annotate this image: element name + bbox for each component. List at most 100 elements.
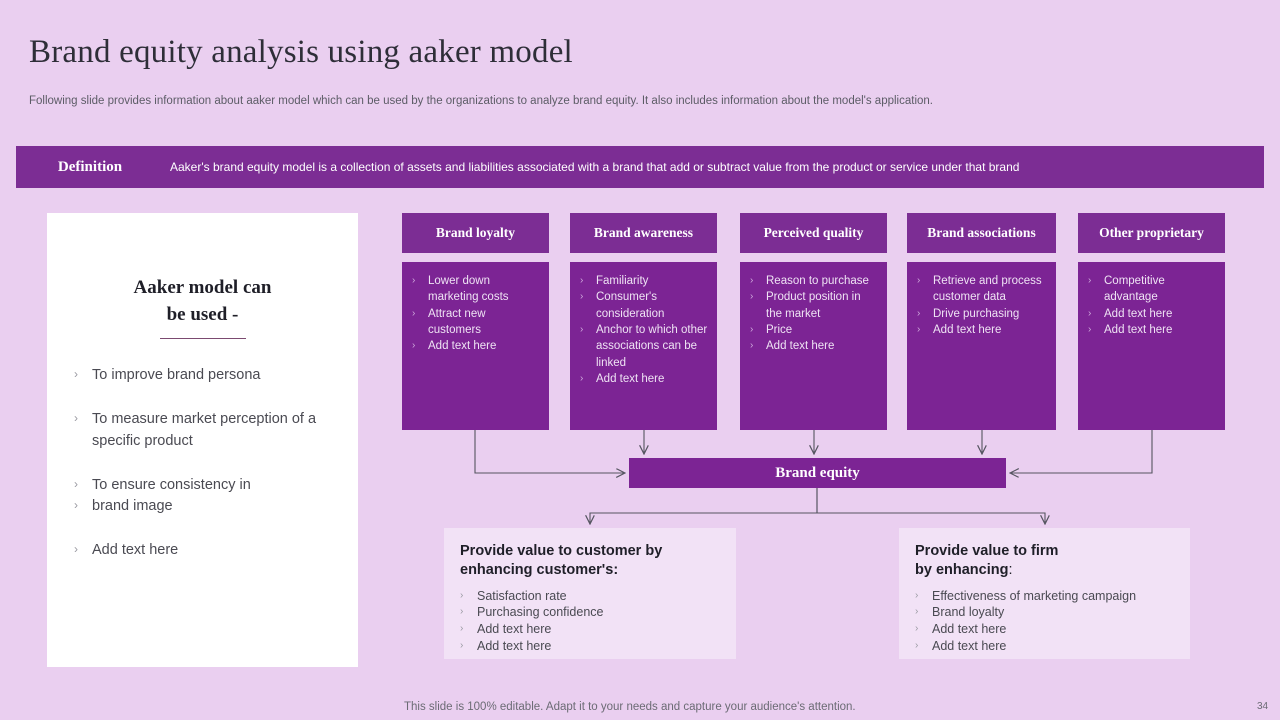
definition-text: Aaker's brand equity model is a collecti… — [170, 160, 1020, 174]
list-item-label: Add text here — [428, 340, 497, 353]
list-item-label: Add text here — [932, 639, 1007, 654]
chevron-right-icon: › — [580, 291, 584, 303]
list-item: › Add text here — [74, 540, 358, 562]
list-item-label: Add text here — [92, 542, 179, 559]
list-item: › Satisfaction rate — [460, 588, 720, 605]
list-item: › Purchasing confidence — [460, 604, 720, 621]
category-card-perceived-quality[interactable]: Perceived quality › Reason to purchase ›… — [740, 213, 887, 430]
list-item-label: To improve brand persona — [92, 367, 261, 384]
chevron-right-icon: › — [580, 275, 584, 286]
chevron-right-icon: › — [74, 411, 78, 426]
chevron-right-icon: › — [460, 589, 464, 601]
list-item: › Product position in the market — [750, 289, 879, 322]
list-item-label: brand image — [92, 498, 173, 515]
chevron-right-icon: › — [915, 589, 919, 601]
list-item: › Reason to purchase — [750, 273, 879, 289]
list-item-label: Effectiveness of marketing campaign — [932, 588, 1137, 603]
list-item: › Anchor to which other associations can… — [580, 322, 709, 371]
list-item: › To improve brand persona — [74, 365, 358, 387]
aaker-usage-title-line2: be used - — [166, 303, 239, 325]
list-item: › Add text here — [460, 638, 720, 655]
value-box-title: Provide value to customer by enhancing c… — [460, 542, 720, 581]
list-item-label: Competitive advantage — [1104, 275, 1165, 304]
value-box-title-line1: Provide value to customer by — [460, 543, 663, 559]
chevron-right-icon: › — [915, 606, 919, 618]
list-item-label: Add text here — [1104, 323, 1173, 336]
list-item: › Competitive advantage — [1088, 273, 1217, 306]
chevron-right-icon: › — [917, 275, 921, 286]
category-card-title: Brand associations — [907, 213, 1056, 253]
aaker-usage-title: Aaker model can be used - — [47, 275, 358, 329]
list-item: › Add text here — [915, 621, 1174, 638]
chevron-right-icon: › — [917, 307, 921, 319]
category-card-title: Brand loyalty — [402, 213, 549, 253]
category-card-body: › Retrieve and process customer data › D… — [907, 262, 1056, 430]
category-card-title: Other proprietary — [1078, 213, 1225, 253]
list-item-label: Attract new customers — [428, 307, 486, 336]
chevron-right-icon: › — [74, 542, 78, 557]
list-item-label: Add text here — [1104, 307, 1173, 320]
list-item-label: Purchasing confidence — [477, 605, 604, 620]
chevron-right-icon: › — [74, 498, 78, 513]
list-item: › Price — [750, 322, 879, 338]
category-card-body: › Lower down marketing costs › Attract n… — [402, 262, 549, 430]
chevron-right-icon: › — [1088, 307, 1092, 319]
list-item-label: Satisfaction rate — [477, 588, 567, 603]
category-card-brand-loyalty[interactable]: Brand loyalty › Lower down marketing cos… — [402, 213, 549, 430]
chevron-right-icon: › — [1088, 275, 1092, 286]
list-item: › Add text here — [1088, 306, 1217, 322]
chevron-right-icon: › — [460, 640, 464, 652]
list-item: › Lower down marketing costs — [412, 273, 541, 306]
chevron-right-icon: › — [74, 476, 78, 491]
list-item-label: Drive purchasing — [933, 307, 1020, 320]
list-item: › Brand loyalty — [915, 604, 1174, 621]
value-box-firm: Provide value to firm by enhancing: › Ef… — [899, 528, 1190, 659]
category-card-brand-associations[interactable]: Brand associations › Retrieve and proces… — [907, 213, 1056, 430]
value-box-title-line2: enhancing customer's: — [460, 562, 619, 579]
list-item-label: Add text here — [766, 340, 835, 353]
category-card-body: › Reason to purchase › Product position … — [740, 262, 887, 430]
definition-bar: Definition Aaker's brand equity model is… — [16, 146, 1264, 188]
list-item-label: Product position in the market — [766, 291, 861, 320]
chevron-right-icon: › — [460, 623, 464, 635]
list-item: › Add text here — [412, 338, 541, 354]
list-item: › Consumer's consideration — [580, 289, 709, 322]
value-box-customer: Provide value to customer by enhancing c… — [444, 528, 736, 659]
brand-equity-bar[interactable]: Brand equity — [629, 458, 1006, 488]
list-item-label: Consumer's consideration — [596, 291, 665, 320]
list-item-label: To ensure consistency in — [92, 476, 251, 493]
list-item-label: Brand loyalty — [932, 605, 1005, 620]
value-box-title-line2: by enhancing — [915, 562, 1009, 579]
list-item: › Add text here — [580, 371, 709, 387]
chevron-right-icon: › — [1088, 323, 1092, 335]
list-item: › Familiarity — [580, 273, 709, 289]
list-item-label: Lower down marketing costs — [428, 275, 509, 304]
list-item-label: To measure market perception of a specif… — [92, 411, 317, 449]
category-card-title: Perceived quality — [740, 213, 887, 253]
category-card-other-proprietary[interactable]: Other proprietary › Competitive advantag… — [1078, 213, 1225, 430]
chevron-right-icon: › — [750, 323, 754, 335]
chevron-right-icon: › — [460, 606, 464, 618]
chevron-right-icon: › — [74, 367, 78, 382]
category-card-title: Brand awareness — [570, 213, 717, 253]
list-item: › Add text here — [750, 338, 879, 354]
definition-label: Definition — [57, 158, 123, 175]
list-item-label: Price — [766, 323, 793, 336]
value-box-title-suffix: : — [1008, 562, 1013, 579]
title-divider — [159, 337, 246, 340]
aaker-usage-panel: Aaker model can be used - › To improve b… — [47, 213, 358, 667]
list-item-label: Reason to purchase — [766, 275, 869, 287]
page-number: 34 — [1257, 701, 1269, 712]
list-item: › Effectiveness of marketing campaign — [915, 588, 1174, 605]
list-item: › Add text here — [460, 621, 720, 638]
list-item: › To ensure consistency in — [74, 475, 358, 497]
spacer — [74, 387, 358, 409]
category-card-brand-awareness[interactable]: Brand awareness › Familiarity › Consumer… — [570, 213, 717, 430]
chevron-right-icon: › — [915, 640, 919, 652]
spacer — [74, 518, 358, 540]
list-item-label: Add text here — [596, 372, 665, 385]
chevron-right-icon: › — [412, 275, 416, 286]
chevron-right-icon: › — [917, 323, 921, 335]
chevron-right-icon: › — [412, 307, 416, 319]
chevron-right-icon: › — [580, 372, 584, 384]
